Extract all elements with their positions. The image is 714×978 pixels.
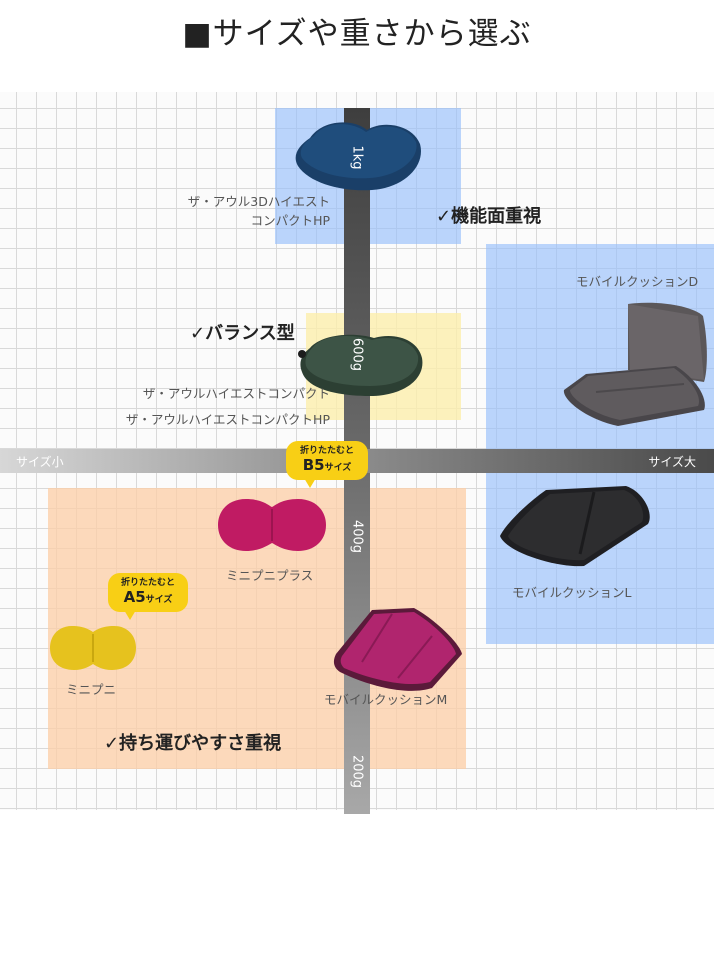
- zone-portable-heading: ✓持ち運びやすさ重視: [104, 733, 282, 754]
- product-highest-compact-hp-label: ザ・アウルハイエストコンパクトHP: [125, 412, 330, 427]
- product-mini-puni: [50, 626, 136, 670]
- size-large-label: サイズ大: [648, 455, 696, 469]
- product-mobile-cushion-d-label: モバイルクッションD: [576, 274, 699, 289]
- b5-bubble-tail: [304, 477, 316, 488]
- size-small-label: サイズ小: [16, 455, 64, 469]
- label-line-1: ザ・アウル3Dハイエスト: [187, 194, 330, 209]
- product-mobile-cushion-d: [563, 302, 707, 426]
- weight-1kg-label: 1kg: [349, 145, 365, 170]
- product-highest-compact: [298, 334, 423, 396]
- b5-bubble-size-suffix: サイズ: [324, 462, 352, 473]
- b5-size-bubble: 折りたたむと B5サイズ: [286, 441, 368, 488]
- a5-bubble-size-main: A5: [123, 587, 146, 606]
- weight-200g-label: 200g: [349, 754, 365, 789]
- weight-400g-label: 400g: [349, 519, 365, 554]
- a5-size-bubble: 折りたたむと A5サイズ: [108, 573, 188, 620]
- zone-balance-heading: ✓バランス型: [190, 323, 295, 344]
- a5-bubble-size-suffix: サイズ: [145, 594, 173, 605]
- label-line-2: コンパクトHP: [250, 213, 330, 228]
- product-mobile-cushion-m: [333, 608, 462, 691]
- product-mini-puni-plus: [218, 499, 326, 551]
- b5-bubble-caption: 折りたたむと: [299, 446, 354, 456]
- b5-bubble-size: B5サイズ: [286, 457, 368, 480]
- product-mobile-cushion-l: [500, 486, 650, 567]
- zone-function-heading: ✓機能面重視: [436, 206, 542, 227]
- product-mobile-cushion-l-label: モバイルクッションL: [512, 585, 632, 600]
- a5-bubble-caption: 折りたたむと: [120, 578, 175, 588]
- product-mini-puni-label: ミニプニ: [66, 682, 117, 697]
- a5-bubble-size: A5サイズ: [108, 589, 188, 612]
- product-mini-puni-plus-label: ミニプニプラス: [226, 568, 314, 583]
- a5-bubble-tail: [124, 609, 136, 620]
- page-title: ■サイズや重さから選ぶ: [182, 16, 532, 52]
- weight-600g-label: 600g: [349, 337, 365, 372]
- b5-bubble-size-main: B5: [302, 455, 325, 474]
- product-mobile-cushion-m-label: モバイルクッションM: [324, 692, 448, 707]
- product-3d-highest-compact-hp-label: ザ・アウル3Dハイエスト コンパクトHP: [150, 192, 330, 230]
- product-3d-highest-compact-hp: [295, 122, 421, 191]
- product-highest-compact-label: ザ・アウルハイエストコンパクト: [142, 386, 330, 401]
